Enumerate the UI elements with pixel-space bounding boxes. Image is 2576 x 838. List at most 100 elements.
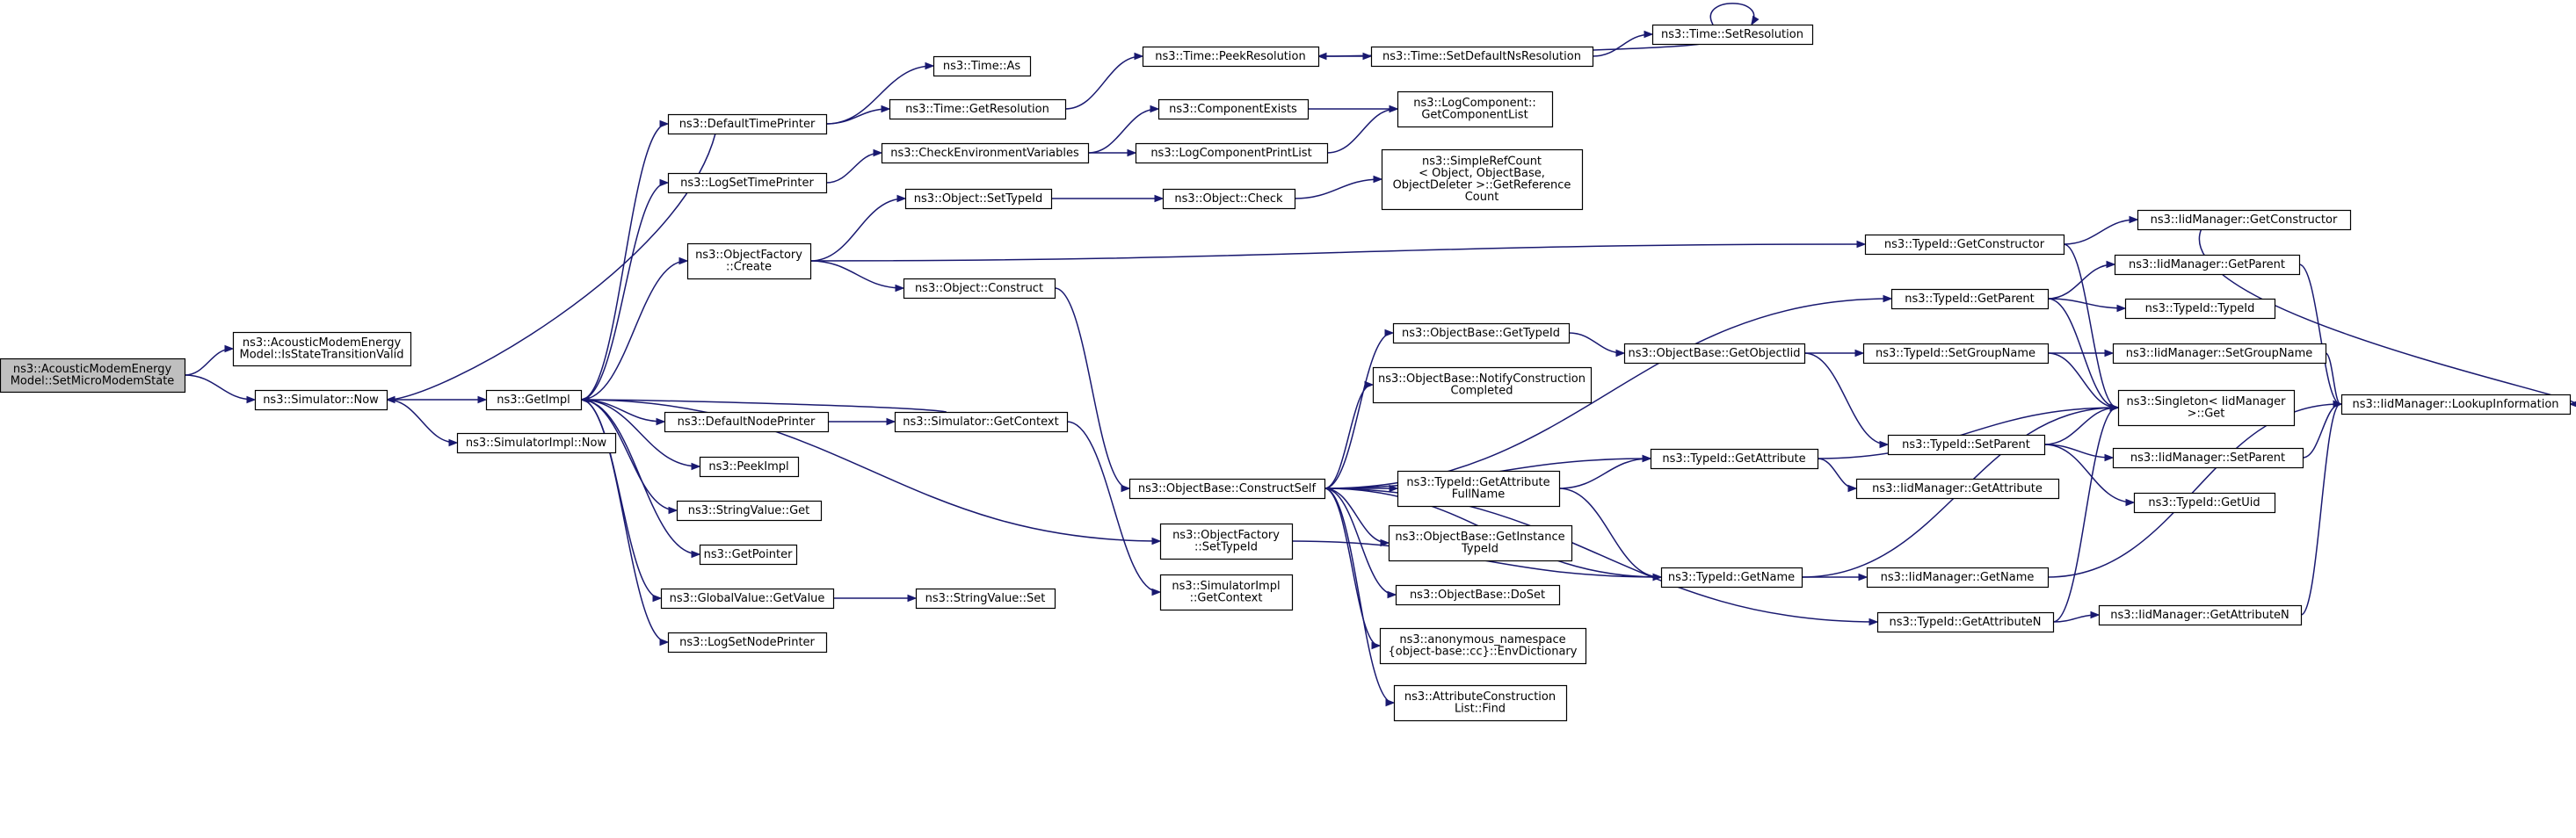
node-typeidgetctor[interactable]: ns3::TypeId::GetConstructor (1864, 234, 2065, 256)
edge-objbasegetobjtid-to-typeidsetgroup (1804, 349, 1865, 358)
node-timegetres[interactable]: ns3::Time::GetResolution (889, 98, 1067, 120)
edge-line (581, 399, 947, 413)
edge-line (1054, 287, 1129, 489)
node-objbasegetobjtid[interactable]: ns3::ObjectBase::GetObjectIid (1623, 343, 1806, 365)
edge-simgetctx-to-simimplgetctx (1066, 421, 1162, 596)
edge-timesetdef-to-timesetres (1592, 30, 1654, 57)
node-objbasegettypeid[interactable]: ns3::ObjectBase::GetTypeId (1392, 322, 1571, 344)
node-typeidsetparent[interactable]: ns3::TypeId::SetParent (1887, 434, 2046, 456)
node-label: ns3::LogSetTimePrinter (680, 177, 814, 190)
node-label: ns3::TypeId::GetConstructor (1884, 238, 2045, 251)
node-getcomplist[interactable]: ns3::LogComponent::GetComponentList (1397, 90, 1554, 128)
edge-line (580, 260, 687, 401)
node-objconstruct[interactable]: ns3::Object::Construct (903, 278, 1056, 300)
node-iidgetparent[interactable]: ns3::IidManager::GetParent (2114, 254, 2301, 276)
node-timesetres[interactable]: ns3::Time::SetResolution (1651, 24, 1814, 46)
node-istrans[interactable]: ns3::AcousticModemEnergyModel::IsStateTr… (232, 331, 412, 367)
node-checkenv[interactable]: ns3::CheckEnvironmentVariables (881, 142, 1090, 164)
node-globalvalget[interactable]: ns3::GlobalValue::GetValue (660, 588, 835, 610)
edge-line (184, 348, 233, 376)
node-strvalget[interactable]: ns3::StringValue::Get (676, 500, 823, 522)
node-iidgetattrn[interactable]: ns3::IidManager::GetAttributeN (2098, 604, 2303, 626)
edge-arrowhead (1642, 454, 1652, 463)
node-timepeek[interactable]: ns3::Time::PeekResolution (1142, 46, 1320, 68)
node-box (1397, 90, 1554, 128)
edge-getimpl-to-objfactsettypeid (580, 399, 1162, 545)
node-logsetnode[interactable]: ns3::LogSetNodePrinter (667, 632, 828, 654)
node-label: ns3::ObjectBase::GetTypeId (1402, 327, 1560, 340)
node-simnow[interactable]: ns3::Simulator::Now (254, 389, 388, 411)
edge-objconstruct-to-objbaseconstructself (1054, 287, 1131, 493)
edge-line (1294, 178, 1382, 199)
edge-deftimeprinter-to-timegetres (825, 105, 891, 125)
node-objsettypeid[interactable]: ns3::Object::SetTypeId (904, 188, 1053, 210)
node-getpointer[interactable]: ns3::GetPointer (699, 544, 798, 566)
node-objfactsettypeid[interactable]: ns3::ObjectFactory::SetTypeId (1159, 523, 1294, 560)
node-root[interactable]: ns3::AcousticModemEnergyModel::SetMicroM… (0, 358, 186, 394)
node-iidgetname[interactable]: ns3::IidManager::GetName (1866, 567, 2050, 589)
node-objbasedoset[interactable]: ns3::ObjectBase::DoSet (1395, 584, 1561, 606)
node-typeidgetname[interactable]: ns3::TypeId::GetName (1660, 567, 1803, 589)
edge-line (809, 198, 905, 262)
node-box (903, 278, 1056, 300)
node-objfactcreate[interactable]: ns3::ObjectFactory::Create (686, 242, 812, 280)
node-peekimpl[interactable]: ns3::PeekImpl (699, 456, 800, 478)
edge-objbaseconstructself-to-objbasegetinst (1324, 488, 1390, 547)
node-timesetdef[interactable]: ns3::Time::SetDefaultNsResolution (1370, 46, 1594, 68)
node-strvalset[interactable]: ns3::StringValue::Set (915, 588, 1056, 610)
edge-arrowhead (1751, 15, 1760, 26)
node-typeidgetattrn[interactable]: ns3::TypeId::GetAttributeN (1876, 611, 2055, 633)
node-deftimeprinter[interactable]: ns3::DefaultTimePrinter (667, 113, 828, 135)
edge-arrowhead (448, 438, 459, 447)
edge-objbaseconstructself-to-envdict (1324, 488, 1382, 650)
node-iidlookup[interactable]: ns3::IidManager::LookupInformation (2340, 394, 2572, 415)
node-objbasenotify[interactable]: ns3::ObjectBase::NotifyConstructionCompl… (1372, 366, 1593, 404)
node-timeas[interactable]: ns3::Time::As (932, 55, 1032, 77)
edge-getimpl-to-getpointer (580, 399, 701, 559)
edge-typeidgetctor-to-iidgetctor (2063, 215, 2139, 245)
node-simimplnow[interactable]: ns3::SimulatorImpl::Now (456, 432, 617, 454)
node-compexists[interactable]: ns3::ComponentExists (1157, 98, 1310, 120)
node-iidsetgroup[interactable]: ns3::IidManager::SetGroupName (2112, 343, 2327, 365)
node-simgetctx[interactable]: ns3::Simulator::GetContext (894, 411, 1069, 433)
node-box (894, 411, 1069, 433)
edge-line (2047, 298, 2125, 309)
node-box (1876, 611, 2055, 633)
edge-arrowhead (2090, 610, 2101, 619)
node-box (881, 142, 1090, 164)
node-simplerefcount[interactable]: ns3::SimpleRefCount< Object, ObjectBase,… (1381, 148, 1584, 211)
node-iidgetctor[interactable]: ns3::IidManager::GetConstructor (2137, 209, 2352, 231)
node-typeidsetgroup[interactable]: ns3::TypeId::SetGroupName (1862, 343, 2050, 365)
node-objcheck[interactable]: ns3::Object::Check (1162, 188, 1296, 210)
edge-simnow-to-getimpl (386, 395, 488, 404)
node-iidsetparent[interactable]: ns3::IidManager::SetParent (2112, 447, 2304, 469)
node-getimpl[interactable]: ns3::GetImpl (485, 389, 583, 411)
node-typeidgetuid[interactable]: ns3::TypeId::GetUid (2133, 492, 2276, 514)
node-logsettime[interactable]: ns3::LogSetTimePrinter (667, 172, 828, 194)
node-singleton[interactable]: ns3::Singleton< IidManager>::Get (2117, 389, 2296, 427)
node-typeidgetattr[interactable]: ns3::TypeId::GetAttribute (1650, 448, 1819, 470)
node-defnodeprinter[interactable]: ns3::DefaultNodePrinter (664, 411, 830, 433)
node-logcompprint[interactable]: ns3::LogComponentPrintList (1135, 142, 1329, 164)
node-typeidtypeid[interactable]: ns3::TypeId::TypeId (2124, 298, 2276, 320)
node-objbaseconstructself[interactable]: ns3::ObjectBase::ConstructSelf (1128, 478, 1326, 500)
node-simimplgetctx[interactable]: ns3::SimulatorImpl::GetContext (1159, 574, 1294, 611)
edge-typeidgetctor-to-singleton (2063, 243, 2120, 412)
node-box (2117, 389, 2296, 427)
edge-line (1558, 488, 1661, 578)
node-typeidgetparent[interactable]: ns3::TypeId::GetParent (1890, 288, 2050, 310)
node-label: ns3::GetImpl (497, 394, 570, 407)
node-box (1128, 478, 1326, 500)
edge-arrowhead (925, 61, 935, 70)
edge-arrowhead (1847, 484, 1858, 493)
node-iidgetattr[interactable]: ns3::IidManager::GetAttribute (1855, 478, 2060, 500)
node-label: ns3::ObjectBase::ConstructSelf (1138, 482, 1317, 495)
edge-simgetctx-to-getimpl (579, 395, 947, 413)
node-envdict[interactable]: ns3::anonymous_namespace{object-base::cc… (1379, 627, 1587, 665)
edge-typeidgetattr-to-iidgetattr (1817, 458, 1858, 493)
edge-line (1568, 332, 1624, 354)
edge-arrowhead (2109, 403, 2120, 412)
